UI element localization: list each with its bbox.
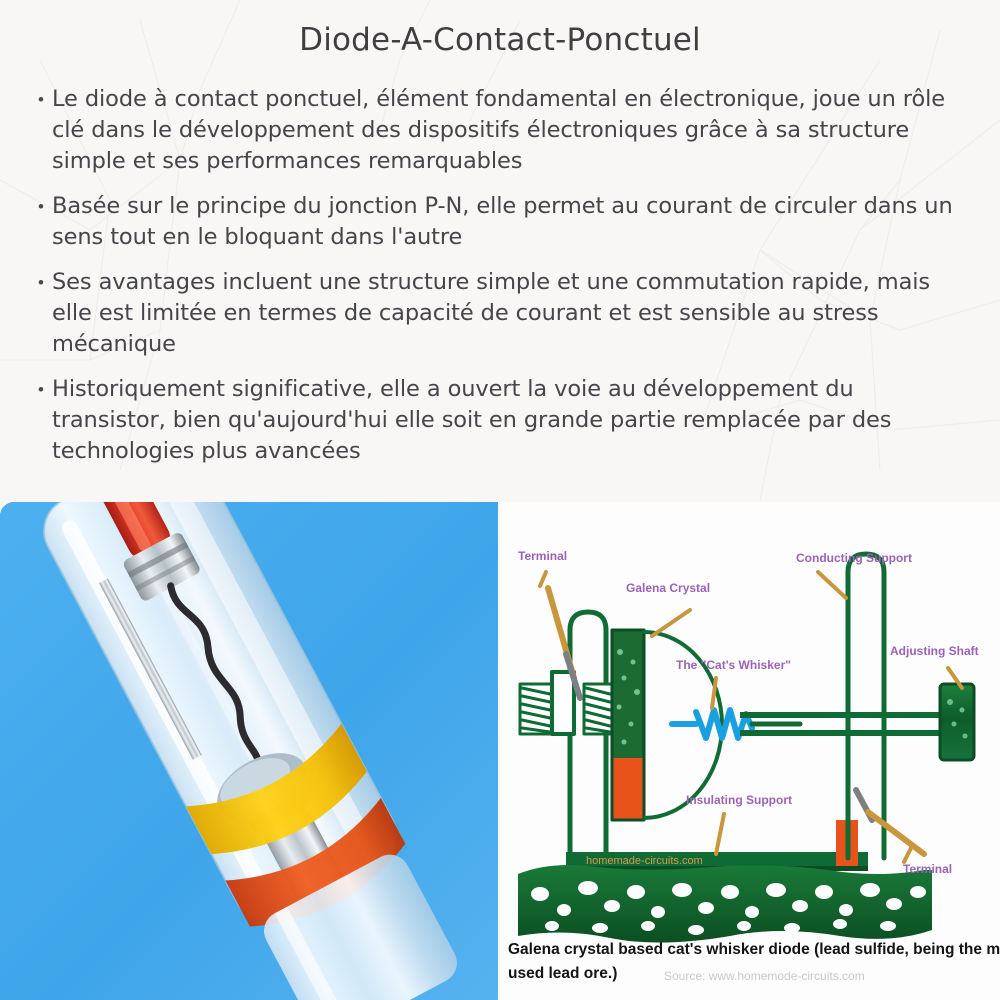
caption-line-1: Galena crystal based cat's whisker diode…: [508, 941, 1000, 958]
screw-thread-right: [582, 682, 614, 736]
galena-crystal-block-bottom: [612, 758, 644, 820]
color-band-orange: [225, 797, 406, 927]
galena-crystal-assembly: [518, 628, 724, 822]
cats-whisker-wire: [167, 582, 263, 769]
label-galena-crystal: Galena Crystal: [626, 581, 710, 595]
bullet-text: Historiquement significative, elle a ouv…: [52, 376, 892, 464]
leader-terminal-bottom-right: [902, 844, 914, 864]
label-terminal-bottom-right: Terminal: [903, 862, 952, 876]
terminal-wire-bottom-right: [865, 809, 927, 857]
bullet-text: Le diode à contact ponctuel, élément fon…: [52, 86, 946, 174]
label-leaders: [538, 570, 964, 864]
diagram-illustration: Terminal Galena Crystal Conducting Suppo…: [500, 502, 1000, 1000]
bullet-text: Ses avantages incluent une structure sim…: [52, 269, 931, 357]
bullet-marker-icon: •: [38, 90, 44, 109]
header: Diode-A-Contact-Ponctuel: [0, 22, 1000, 58]
list-item: • Historiquement significative, elle a o…: [38, 374, 953, 467]
bullet-text: Basée sur le principe du jonction P-N, e…: [52, 193, 953, 250]
right-conducting-support: [845, 551, 887, 861]
label-terminal-top-left: Terminal: [518, 549, 567, 563]
cats-whisker-diode-diagram: Terminal Galena Crystal Conducting Suppo…: [500, 502, 1000, 1000]
point-contact-diode-photo: [0, 502, 498, 1000]
leader-terminal-top-left: [538, 570, 548, 588]
leader-insulating-support: [714, 812, 726, 856]
list-item: • Ses avantages incluent une structure s…: [38, 267, 953, 360]
source-attribution: Source: www.homemode-circuits.com: [664, 969, 865, 983]
bullet-marker-icon: •: [38, 380, 44, 399]
shaft-knob: [938, 682, 976, 762]
label-insulating-support: Insulating Support: [686, 793, 792, 807]
terminal-clip-top-left: [563, 651, 583, 701]
diode-body: [43, 502, 457, 1000]
leader-galena-crystal: [650, 608, 692, 638]
panel-row: Terminal Galena Crystal Conducting Suppo…: [0, 502, 1000, 1000]
caption-line-2: used lead ore.): [508, 965, 617, 982]
page-title: Diode-A-Contact-Ponctuel: [299, 22, 701, 58]
screw-thread-left: [518, 682, 554, 736]
terminal-lead-wires: [545, 585, 927, 857]
leader-cats-whisker: [710, 676, 718, 710]
bolt-nut: [550, 670, 576, 736]
color-band-yellow: [186, 723, 367, 855]
bullet-marker-icon: •: [38, 197, 44, 216]
label-adjusting-shaft: Adjusting Shaft: [890, 644, 979, 658]
bullet-list: • Le diode à contact ponctuel, élément f…: [38, 84, 953, 481]
photo-illustration: [0, 502, 498, 1000]
diagram-watermark: homemade-circuits.com: [586, 855, 703, 867]
mineral-ore-base: [518, 865, 932, 943]
list-item: • Le diode à contact ponctuel, élément f…: [38, 84, 953, 177]
leader-adjusting-shaft: [946, 666, 964, 690]
red-lead-wire: [70, 502, 171, 559]
bullet-marker-icon: •: [38, 273, 44, 292]
label-conducting-support: Conducting Support: [796, 551, 912, 565]
crystal-cup: [642, 630, 724, 820]
leader-conducting-support: [816, 570, 848, 600]
label-cats-whisker: The "Cat's Whisker": [676, 658, 791, 672]
list-item: • Basée sur le principe du jonction P-N,…: [38, 191, 953, 253]
